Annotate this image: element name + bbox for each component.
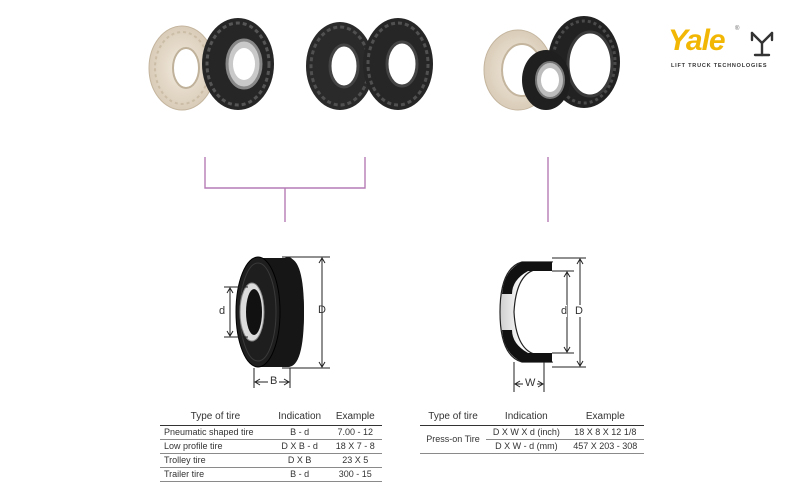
- cell-indication: B - d: [270, 467, 329, 482]
- cell-type: Low profile tire: [160, 439, 271, 454]
- photo-pneumatic-tires-group: [306, 18, 433, 110]
- right-bore-label: d: [561, 305, 568, 317]
- col-header-indication: Indication: [270, 409, 329, 426]
- brand-tagline: LIFT TRUCK TECHNOLOGIES: [671, 63, 768, 69]
- table-row: Low profile tire D X B - d 18 X 7 - 8: [160, 439, 382, 454]
- cell-example: 457 X 203 - 308: [566, 439, 644, 454]
- press-on-tire-drawing: [499, 257, 586, 392]
- cell-type: Pneumatic shaped tire: [160, 425, 271, 440]
- brand-logo-text: Yale: [668, 24, 726, 57]
- black-press-on-tire-small-image: [522, 50, 570, 110]
- cell-type: Trolley tire: [160, 453, 271, 468]
- yale-mark-icon: [750, 31, 774, 57]
- tire-indication-table-right: Type of tire Indication Example Press-on…: [420, 409, 644, 454]
- cell-example: 300 - 15: [328, 467, 382, 482]
- cell-example: 18 X 8 X 12 1/8: [566, 425, 644, 440]
- table-row: Trolley tire D X B 23 X 5: [160, 453, 382, 468]
- col-header-type: Type of tire: [160, 409, 271, 426]
- table-row: D X W - d (mm) 457 X 203 - 308: [420, 439, 644, 454]
- cell-example: 7.00 - 12: [328, 425, 382, 440]
- table-row: Pneumatic shaped tire B - d 7.00 - 12: [160, 425, 382, 440]
- cell-indication: B - d: [270, 425, 329, 440]
- cell-indication: D X W - d (mm): [486, 439, 567, 454]
- cell-example: 18 X 7 - 8: [328, 439, 382, 454]
- cell-indication: D X W X d (inch): [486, 425, 567, 440]
- table-row: Trailer tire B - d 300 - 15: [160, 467, 382, 482]
- cell-type: Press-on Tire: [420, 425, 487, 454]
- cell-indication: D X B - d: [270, 439, 329, 454]
- connector-left: [204, 157, 366, 222]
- solid-tire-drawing: [224, 256, 330, 388]
- left-bore-label: d: [219, 305, 226, 317]
- tire-indication-table-left: Type of tire Indication Example Pneumati…: [160, 409, 382, 482]
- table-header-row: Type of tire Indication Example: [420, 409, 644, 426]
- photo-press-on-tires-group: [483, 16, 620, 111]
- brand-registered-mark: ®: [735, 26, 740, 32]
- cell-type: Trailer tire: [160, 467, 271, 482]
- right-width-label: W: [523, 377, 538, 389]
- photo-solid-tires-group: [148, 18, 274, 111]
- right-diameter-label: D: [575, 305, 583, 317]
- col-header-example: Example: [328, 409, 382, 426]
- left-width-label: B: [268, 375, 280, 387]
- col-header-example: Example: [566, 409, 644, 426]
- black-tire-image-2: [363, 18, 433, 110]
- table-header-row: Type of tire Indication Example: [160, 409, 382, 426]
- cell-example: 23 X 5: [328, 453, 382, 468]
- black-solid-tire-image: [202, 18, 274, 110]
- left-diameter-label: D: [318, 304, 326, 316]
- col-header-indication: Indication: [486, 409, 567, 426]
- table-row: Press-on Tire D X W X d (inch) 18 X 8 X …: [420, 425, 644, 454]
- cell-indication: D X B: [270, 453, 329, 468]
- col-header-type: Type of tire: [420, 409, 487, 426]
